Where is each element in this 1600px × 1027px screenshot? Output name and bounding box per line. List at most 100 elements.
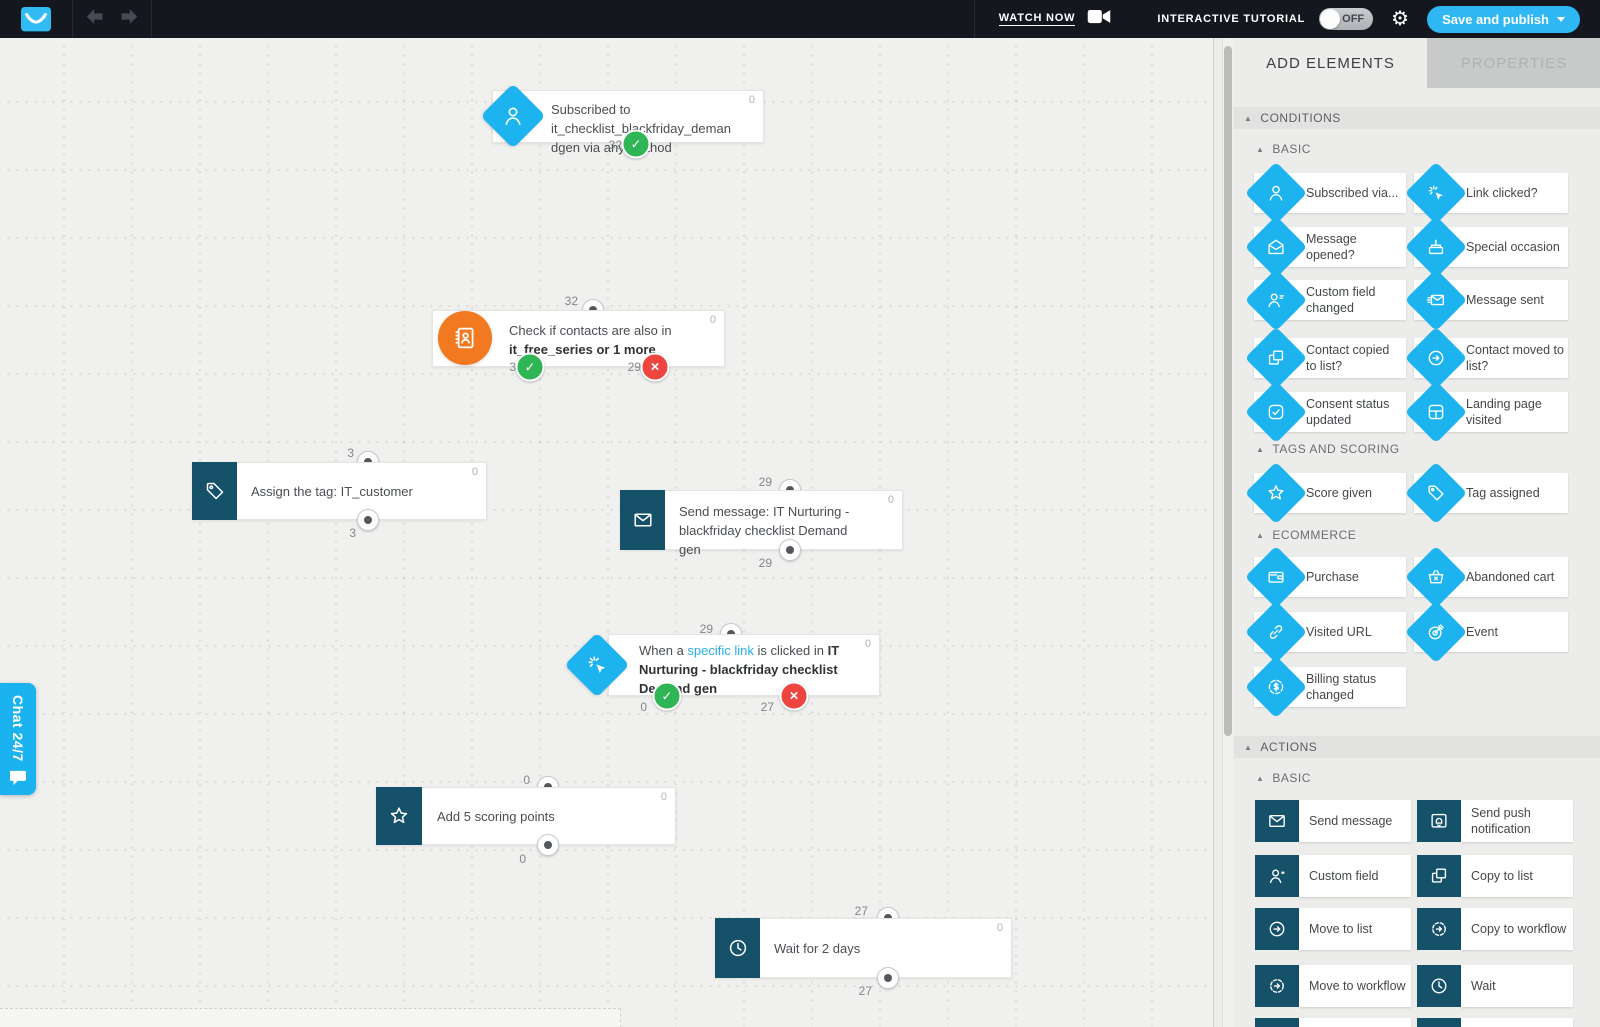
subsection-tags-and-scoring[interactable]: ▲TAGS AND SCORING xyxy=(1256,442,1400,456)
element-tile-special-occasion[interactable]: Special occasion xyxy=(1404,215,1568,279)
node-assign-tag[interactable]: Assign the tag: IT_customer 0 xyxy=(192,462,487,520)
node-send-message[interactable]: Send message: IT Nurturing - blackfriday… xyxy=(620,490,903,557)
element-tile-partial[interactable] xyxy=(1417,1018,1573,1027)
undo-icon[interactable] xyxy=(85,8,107,30)
tab-properties[interactable]: PROPERTIES xyxy=(1427,38,1600,88)
person-icon[interactable] xyxy=(480,83,546,149)
element-tile-contact-copied[interactable]: Contact copied to list? xyxy=(1244,326,1406,390)
node-link-clicked[interactable]: When a specific link is clicked in IT Nu… xyxy=(608,634,880,696)
subsection-ecommerce[interactable]: ▲ECOMMERCE xyxy=(1256,528,1357,542)
workflow-canvas[interactable]: Subscribed to it_checklist_blackfriday_d… xyxy=(0,38,1213,1027)
success-port[interactable] xyxy=(515,352,545,382)
element-tile-contact-moved[interactable]: Contact moved to list? xyxy=(1404,326,1568,390)
element-tile-subscribed-via[interactable]: Subscribed via... xyxy=(1244,161,1406,225)
scrollbar-thumb[interactable] xyxy=(1224,46,1232,736)
element-tile-message-sent[interactable]: Message sent xyxy=(1404,268,1568,332)
chat-bubble-icon xyxy=(9,770,26,785)
element-tile-visited-url[interactable]: Visited URL xyxy=(1244,600,1406,664)
port-count-label: 29 xyxy=(758,475,772,489)
node-add-scoring[interactable]: Add 5 scoring points 0 xyxy=(376,787,676,845)
watch-now-link[interactable]: WATCH NOW xyxy=(998,12,1076,26)
element-tile-abandoned-cart[interactable]: Abandoned cart xyxy=(1404,545,1568,609)
basket-x-icon xyxy=(1404,545,1468,609)
tile-label: Message opened? xyxy=(1306,231,1357,262)
node-count: 0 xyxy=(996,922,1003,934)
exit-port[interactable] xyxy=(357,509,379,531)
tile-label: Consent status updated xyxy=(1306,396,1390,427)
element-tile-custom-field-changed[interactable]: Custom field changed xyxy=(1244,268,1406,332)
collapse-triangle-icon: ▲ xyxy=(1244,742,1253,752)
element-tile-purchase[interactable]: Purchase xyxy=(1244,545,1406,609)
failure-port[interactable] xyxy=(779,681,809,711)
element-tile-landing-page[interactable]: Landing page visited xyxy=(1404,380,1568,444)
node-wait[interactable]: Wait for 2 days 0 xyxy=(715,918,1012,978)
element-tile-tag-assigned[interactable]: Tag assigned xyxy=(1404,461,1568,525)
tile-label: Move to workflow xyxy=(1299,965,1411,1007)
node-count: 0 xyxy=(709,314,716,326)
address-book-icon[interactable] xyxy=(438,311,492,365)
clock-icon[interactable] xyxy=(715,918,760,978)
element-tile-send-push[interactable]: Send push notification xyxy=(1417,800,1573,842)
mail-icon[interactable] xyxy=(620,490,665,550)
brand-logo-icon[interactable] xyxy=(21,6,51,32)
element-tile-link-clicked[interactable]: Link clicked? xyxy=(1404,161,1568,225)
toggle-knob[interactable] xyxy=(1320,9,1341,29)
clock-icon xyxy=(1417,965,1461,1007)
panel-scrollbar[interactable] xyxy=(1222,38,1233,1027)
element-tile-custom-field[interactable]: Custom field xyxy=(1255,855,1411,897)
element-tile-partial[interactable] xyxy=(1255,1018,1411,1027)
tile-label: Visited URL xyxy=(1306,624,1372,639)
node-count: 0 xyxy=(864,638,871,650)
tab-add-elements[interactable]: ADD ELEMENTS xyxy=(1266,54,1395,72)
node-text: Wait for 2 days xyxy=(774,941,861,956)
tag-icon[interactable] xyxy=(192,462,237,520)
mail-icon xyxy=(1255,800,1299,842)
failure-port[interactable] xyxy=(640,352,670,382)
element-tile-move-to-workflow[interactable]: Move to workflow xyxy=(1255,965,1411,1007)
element-tile-score-given[interactable]: Score given xyxy=(1244,461,1406,525)
tile-label: Event xyxy=(1466,624,1498,639)
element-tile-copy-to-list[interactable]: Copy to list xyxy=(1417,855,1573,897)
element-tile-move-to-list[interactable]: Move to list xyxy=(1255,908,1411,950)
element-tile-send-message[interactable]: Send message xyxy=(1255,800,1411,842)
browser-bell-icon xyxy=(1417,800,1461,842)
node-text: Send message: IT Nurturing - blackfriday… xyxy=(679,504,850,557)
element-tile-copy-to-workflow[interactable]: Copy to workflow xyxy=(1417,908,1573,950)
subsection-actions-basic[interactable]: ▲BASIC xyxy=(1256,771,1311,785)
success-port[interactable] xyxy=(652,681,682,711)
link-click-icon xyxy=(1404,161,1468,225)
node-count: 0 xyxy=(887,494,894,506)
dollar-cycle-icon xyxy=(1244,655,1308,719)
interactive-tutorial-label: INTERACTIVE TUTORIAL xyxy=(1157,13,1306,25)
exit-port[interactable] xyxy=(779,539,801,561)
collapse-triangle-icon: ▲ xyxy=(1256,444,1265,454)
save-and-publish-button[interactable]: Save and publish xyxy=(1427,5,1580,33)
chat-tab[interactable]: Chat 24/7 xyxy=(0,683,36,795)
element-tile-billing-status[interactable]: Billing status changed xyxy=(1244,655,1406,719)
star-icon[interactable] xyxy=(376,787,422,845)
gear-arrow-icon xyxy=(1255,965,1299,1007)
tutorial-toggle[interactable]: OFF xyxy=(1319,8,1374,30)
port-count-label: 29 xyxy=(627,360,641,374)
success-port[interactable] xyxy=(621,129,651,159)
section-conditions[interactable]: ▲CONDITIONS xyxy=(1234,107,1600,129)
person-lines-icon xyxy=(1244,268,1308,332)
exit-port[interactable] xyxy=(537,834,559,856)
redo-icon[interactable] xyxy=(117,8,139,30)
element-tile-message-opened[interactable]: Message opened? xyxy=(1244,215,1406,279)
specific-link[interactable]: specific link xyxy=(687,643,754,658)
layout-icon xyxy=(1404,380,1468,444)
element-tile-consent-status[interactable]: Consent status updated xyxy=(1244,380,1406,444)
link-click-icon[interactable] xyxy=(564,632,630,698)
subsection-basic[interactable]: ▲BASIC xyxy=(1256,142,1311,156)
exit-port[interactable] xyxy=(877,967,899,989)
port-count-label: 3 xyxy=(509,360,516,374)
section-actions[interactable]: ▲ACTIONS xyxy=(1234,736,1600,758)
chevron-down-icon xyxy=(1557,16,1565,22)
port-count-label: 27 xyxy=(854,904,868,918)
element-tile-event[interactable]: Event xyxy=(1404,600,1568,664)
element-tile-wait[interactable]: Wait xyxy=(1417,965,1573,1007)
node-count: 0 xyxy=(748,94,755,106)
settings-gear-icon[interactable]: ⚙ xyxy=(1391,8,1410,30)
video-camera-icon[interactable] xyxy=(1087,9,1111,29)
